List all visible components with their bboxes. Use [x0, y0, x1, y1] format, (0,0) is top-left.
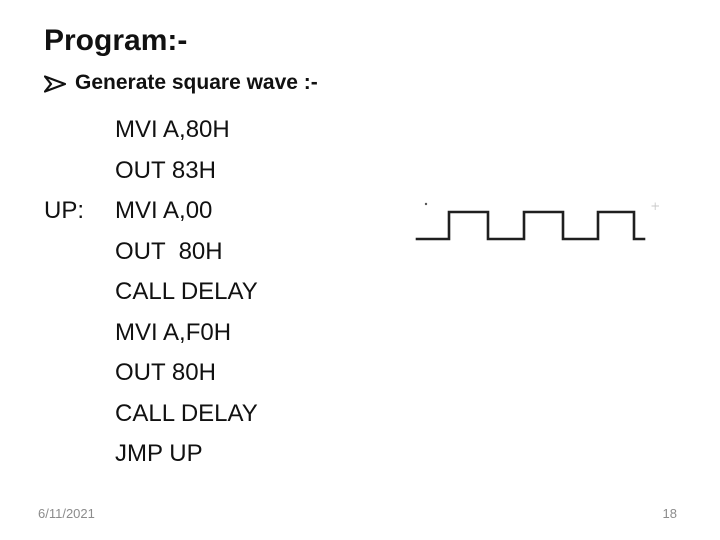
program-code: OUT 80H: [115, 359, 216, 386]
ink-speck: [424, 202, 428, 206]
program-code: MVI A,F0H: [115, 318, 232, 346]
footer-page-number: 18: [662, 506, 677, 521]
program-listing: MVI A,80H OUT 83H UP: MVI A,00 OUT 80H C…: [0, 110, 420, 475]
program-line: JMP UP: [0, 434, 420, 475]
program-line: MVI A,F0H: [0, 313, 420, 354]
program-code: OUT 80H: [115, 237, 223, 265]
program-line: CALL DELAY: [0, 394, 420, 435]
page-title: Program:-: [44, 24, 188, 57]
bullet-line: Generate square wave :-: [44, 71, 318, 95]
program-code: CALL DELAY: [115, 399, 258, 427]
square-wave-graphic: [415, 202, 659, 241]
program-line: OUT 80H: [0, 353, 420, 394]
program-code: JMP UP: [115, 440, 203, 467]
program-line: OUT 83H: [0, 151, 420, 192]
program-line: UP: MVI A,00: [0, 191, 420, 232]
program-line: CALL DELAY: [0, 272, 420, 313]
footer-date: 6/11/2021: [38, 506, 95, 521]
program-code: CALL DELAY: [115, 278, 258, 305]
program-code: OUT 83H: [115, 156, 216, 184]
arrowhead-bullet-icon: [44, 75, 66, 93]
program-code: MVI A,80H: [115, 116, 230, 143]
program-code: MVI A,00: [115, 197, 213, 224]
square-wave-line: [415, 210, 646, 241]
program-line: OUT 80H: [0, 232, 420, 273]
program-label: UP:: [44, 197, 85, 224]
faint-cross-mark: [651, 202, 659, 210]
bullet-text: Generate square wave :-: [75, 71, 318, 94]
program-line: MVI A,80H: [0, 110, 420, 151]
